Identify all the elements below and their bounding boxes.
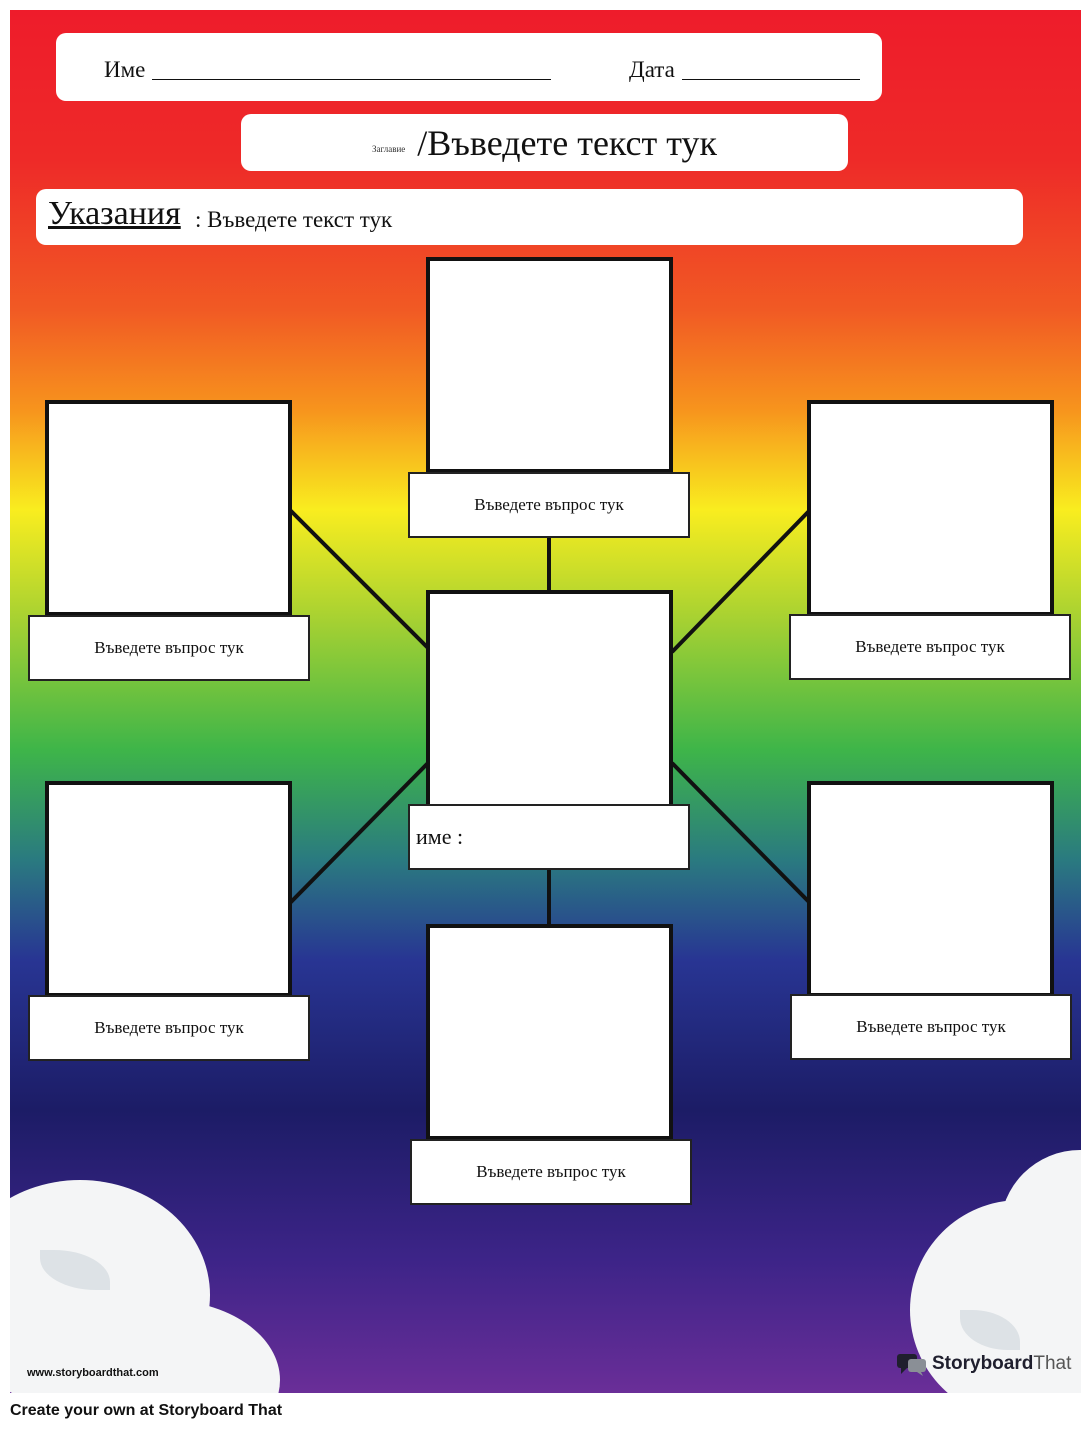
name-label: Име (104, 57, 146, 82)
upper-left-question-label[interactable]: Въведете въпрос тук (28, 615, 310, 681)
instructions-heading: Указания (48, 195, 181, 232)
top-question-label[interactable]: Въведете въпрос тук (408, 472, 690, 538)
upper-right-question-label[interactable]: Въведете въпрос тук (789, 614, 1071, 680)
center-image-box[interactable] (426, 590, 673, 808)
connector-upper-right (670, 508, 812, 654)
title-main-text: /Въведете текст тук (417, 122, 717, 163)
connector-upper-left (288, 508, 430, 650)
storyboardthat-logo[interactable]: Storyboard That (896, 1352, 1071, 1376)
title-panel[interactable]: Заглавие /Въведете текст тук (241, 114, 848, 171)
date-label: Дата (629, 57, 675, 82)
upper-left-image-box[interactable] (45, 400, 292, 616)
top-image-box[interactable] (426, 257, 673, 473)
worksheet-sheet: Име Дата Заглавие /Въведете текст тук Ук… (10, 10, 1081, 1393)
date-line[interactable] (682, 79, 860, 80)
lower-right-image-box[interactable] (807, 781, 1054, 997)
logo-word-storyboard: Storyboard (932, 1353, 1034, 1374)
connector-lower-right (670, 761, 812, 905)
bottom-image-box[interactable] (426, 924, 673, 1140)
lower-right-question-label[interactable]: Въведете въпрос тук (790, 994, 1072, 1060)
speech-bubbles-icon (897, 1354, 926, 1376)
connector-lower-left (288, 761, 430, 905)
lower-left-question-label[interactable]: Въведете въпрос тук (28, 995, 310, 1061)
name-line[interactable] (152, 79, 551, 80)
center-name-label[interactable]: име : (408, 804, 690, 870)
logo-word-that: That (1033, 1353, 1072, 1374)
lower-left-image-box[interactable] (45, 781, 292, 997)
site-url[interactable]: www.storyboardthat.com (27, 1367, 159, 1379)
title-small-label: Заглавие (372, 143, 406, 154)
instructions-panel[interactable]: Указания : Въведете текст тук (36, 189, 1023, 245)
name-date-panel: Име Дата (56, 33, 882, 101)
bottom-question-label[interactable]: Въведете въпрос тук (410, 1139, 692, 1205)
spider-connectors (288, 508, 812, 927)
title-row: Заглавие /Въведете текст тук (241, 114, 848, 171)
upper-right-image-box[interactable] (807, 400, 1054, 616)
instructions-text: : Въведете текст тук (195, 207, 393, 232)
footer-create-link[interactable]: Create your own at Storyboard That (10, 1402, 283, 1419)
